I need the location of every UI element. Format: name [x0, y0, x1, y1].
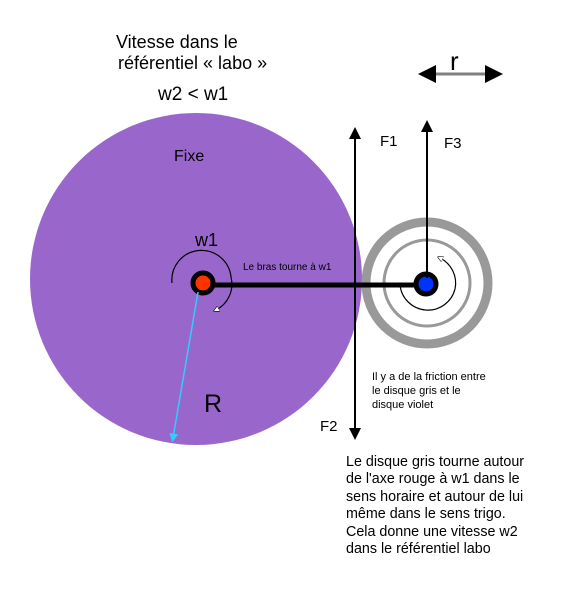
- paragraph-line: de l'axe rouge à w1 dans le: [346, 471, 520, 488]
- speed-comparison: w2 < w1: [158, 84, 229, 105]
- friction-note: Il y a de la friction entre le disque gr…: [372, 370, 486, 412]
- grey-disk-rotation-arrow: [399, 258, 457, 311]
- friction-line: le disque gris et le: [372, 385, 461, 397]
- f3-label: F3: [444, 135, 462, 152]
- paragraph-line: sens horaire et autour de lui: [346, 488, 524, 505]
- paragraph-line: dans le référentiel labo: [346, 541, 491, 558]
- friction-line: Il y a de la friction entre: [372, 371, 486, 383]
- title-line2: référentiel « labo »: [118, 53, 268, 73]
- fixe-label: Fixe: [174, 148, 205, 165]
- paragraph-line: même dans le sens trigo.: [346, 506, 506, 523]
- red-axis: [190, 270, 216, 296]
- arm-caption: Le bras tourne à w1: [243, 262, 332, 273]
- f2-label: F2: [320, 418, 338, 435]
- explanation-paragraph: Le disque gris tourne autour de l'axe ro…: [346, 454, 524, 558]
- radius-label: R: [204, 390, 223, 418]
- title-line1: Vitesse dans le: [116, 32, 238, 52]
- friction-line: disque violet: [372, 399, 434, 411]
- w1-rotation-arrow: [171, 249, 233, 310]
- f1-label: F1: [380, 133, 398, 150]
- paragraph-line: Le disque gris tourne autour: [346, 454, 525, 470]
- paragraph-line: Cela donne une vitesse w2: [346, 523, 518, 540]
- radius-arrow: [169, 291, 199, 443]
- w1-label: w1: [195, 230, 219, 250]
- r-label: r: [450, 46, 459, 76]
